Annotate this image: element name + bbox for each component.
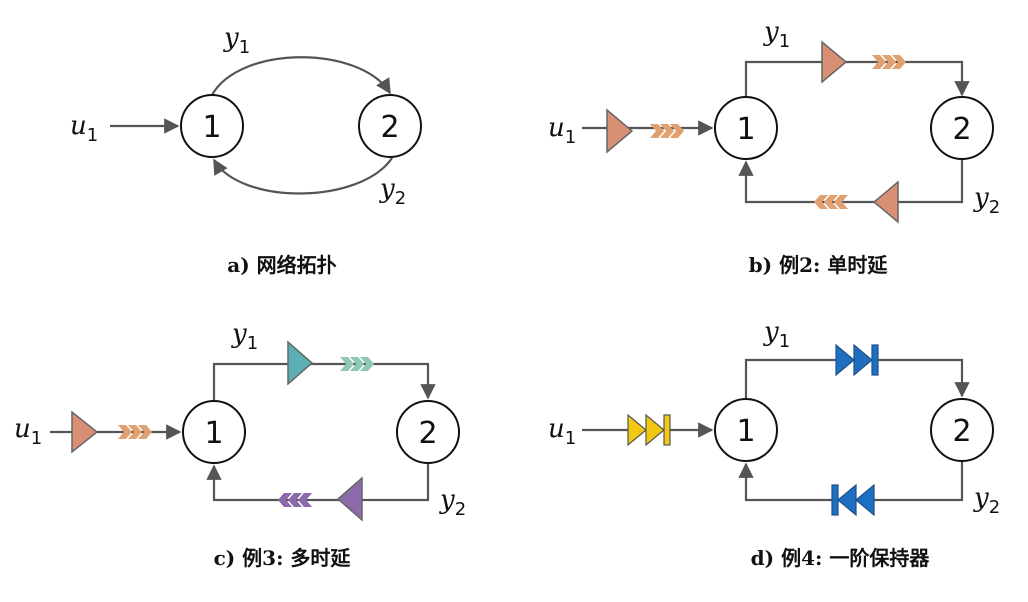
output-y2-label: y2: [973, 483, 1000, 518]
chevron-left-icon: [278, 493, 312, 507]
node-2-label: 2: [380, 110, 399, 145]
node-2: [930, 398, 994, 462]
chevron-left-icon: [814, 195, 848, 209]
node-1: [182, 400, 246, 464]
output-y2-label: y2: [439, 485, 466, 520]
node-1-label: 1: [736, 112, 755, 147]
edge-2-to-1: [738, 160, 964, 204]
edge-1-to-2: [744, 60, 970, 97]
hold-left-icon: [831, 483, 875, 517]
edge-2-to-1: [213, 157, 393, 195]
node-1: [714, 96, 778, 160]
node-1-label: 1: [204, 416, 223, 451]
node-1: [180, 94, 244, 158]
node-1: [714, 398, 778, 462]
node-2-label: 2: [952, 414, 971, 449]
output-y2-label: y2: [973, 183, 1000, 218]
caption-d: d) 例4: 一阶保持器: [751, 546, 931, 570]
input-label: u1: [548, 113, 576, 148]
hold-right-icon: [835, 343, 879, 377]
node-2-label: 2: [952, 112, 971, 147]
chevron-right-icon: [650, 124, 684, 138]
panel-d: 1 2 u1 y1 y2 d) 例4: 一阶保持器: [548, 317, 1000, 570]
node-1-label: 1: [202, 110, 221, 145]
caption-a: a) 网络拓扑: [227, 253, 336, 277]
delay-triangle-icon: [872, 180, 899, 224]
node-2: [930, 96, 994, 160]
node-2-label: 2: [418, 416, 437, 451]
caption-b: b) 例2: 单时延: [749, 253, 889, 277]
chevron-right-icon: [340, 357, 374, 371]
panel-b: 1 2 u1 y1 y2 b) 例2: 单时延: [548, 17, 1000, 277]
edge-1-to-2: [212, 362, 436, 400]
panel-c: 1 2 u1 y1 y2 c) 例3: 多时延: [14, 319, 466, 570]
node-2: [396, 400, 460, 464]
delay-triangle-icon: [821, 40, 848, 84]
input-label: u1: [548, 414, 576, 449]
edge-2-to-1: [206, 464, 430, 502]
output-y1-label: y1: [763, 17, 790, 52]
delay-triangle-icon: [287, 340, 314, 386]
node-1-label: 1: [736, 414, 755, 449]
caption-c: c) 例3: 多时延: [214, 546, 352, 570]
output-y2-label: y2: [379, 174, 406, 209]
panel-a: 1 2 u1 y1 y2 a) 网络拓扑: [70, 23, 422, 277]
node-2: [358, 94, 422, 158]
delay-triangle-icon: [71, 410, 99, 454]
output-y1-label: y1: [223, 23, 250, 58]
hold-right-icon: [627, 413, 671, 447]
edge-1-to-2: [211, 56, 391, 96]
chevron-right-icon: [118, 425, 152, 439]
delay-triangle-icon: [606, 108, 634, 154]
input-label: u1: [14, 414, 42, 449]
chevron-right-icon: [872, 55, 906, 69]
output-y1-label: y1: [763, 317, 790, 352]
output-y1-label: y1: [231, 319, 258, 354]
input-label: u1: [70, 111, 98, 146]
delay-triangle-icon: [336, 476, 363, 522]
